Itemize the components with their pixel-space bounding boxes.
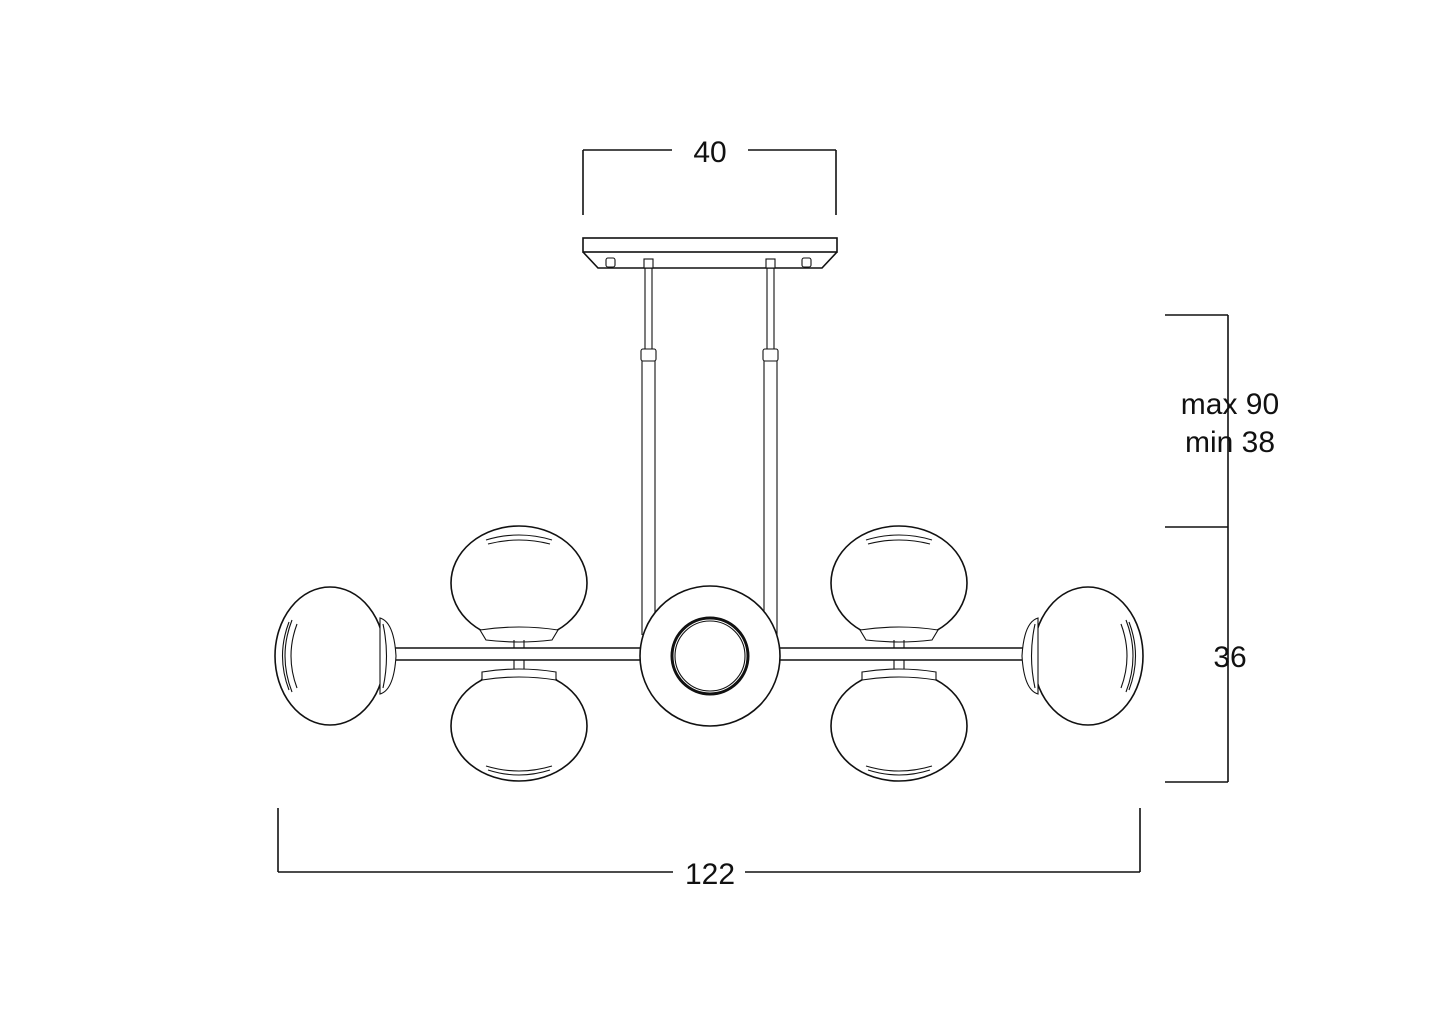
dim-total-width: 122 bbox=[277, 808, 1141, 891]
suspension-rod-right bbox=[762, 258, 779, 635]
globe-upper-right bbox=[830, 525, 968, 648]
globe-left bbox=[274, 586, 397, 726]
dim-suspension-height: max 90 min 38 bbox=[1165, 314, 1279, 528]
globe-upper-left bbox=[450, 525, 588, 648]
ceiling-canopy bbox=[582, 237, 838, 269]
globe-lower-left bbox=[450, 660, 588, 782]
dim-canopy-width: 40 bbox=[582, 136, 837, 215]
dim-label-height-min: min 38 bbox=[1185, 426, 1275, 459]
globe-lower-right bbox=[830, 660, 968, 782]
center-disc bbox=[639, 585, 781, 727]
suspension-rod-left bbox=[640, 258, 657, 635]
screw-left bbox=[605, 257, 616, 268]
dim-label-height-max: max 90 bbox=[1181, 388, 1279, 421]
dim-body-height: 36 bbox=[1165, 527, 1247, 783]
dim-label-canopy-width: 40 bbox=[693, 136, 726, 169]
screw-right bbox=[801, 257, 812, 268]
globe-right bbox=[1021, 586, 1144, 726]
dim-label-body-height: 36 bbox=[1213, 641, 1246, 674]
dim-label-total-width: 122 bbox=[685, 858, 735, 891]
